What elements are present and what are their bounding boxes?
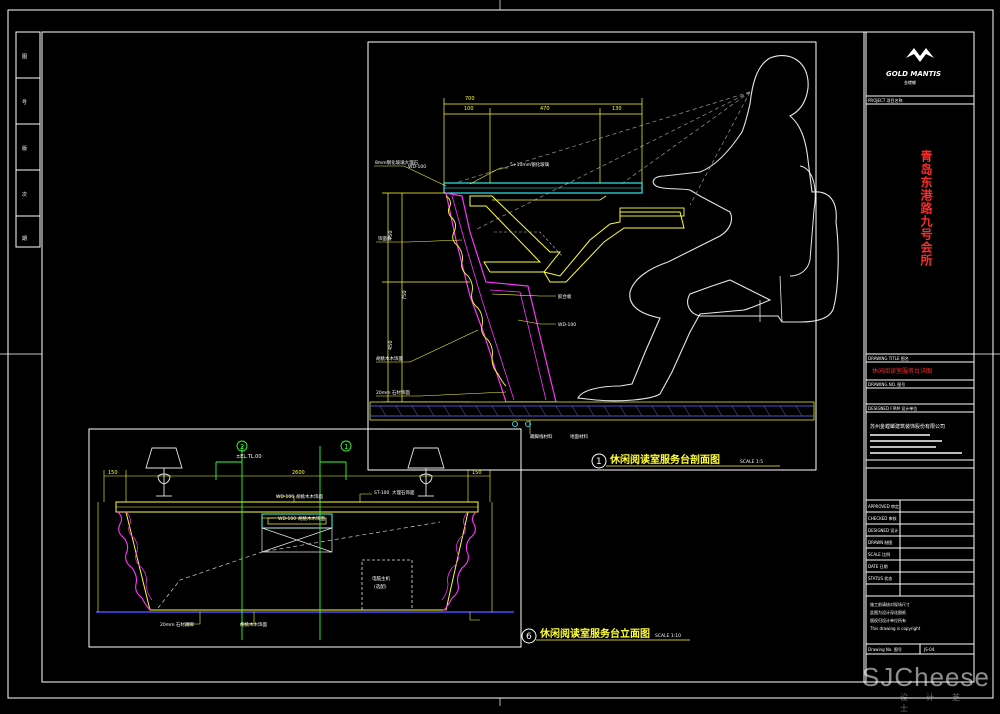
callout-label: 20mm 石材踢脚 [160,621,194,628]
elevation-ref: ±EL.TL.00 [236,454,262,460]
tb-row-scale: SCALE 比例 [868,551,890,557]
svg-text:图: 图 [22,54,27,60]
dim-text: 100 [464,106,474,112]
tb-row-drawn: DRAWN 制图 [868,539,892,545]
elevation-view: 2 1 ±EL.TL.00 WD-100 胡桃木木饰面 ST-100 大理石饰面… [88,428,690,648]
section-marker-b: 1 [344,443,348,451]
callout-label: 20mm 石材饰面 [376,389,410,396]
drawing-title: 休闲阅读室服务台详图 [872,367,932,375]
section-marker-a: 2 [240,443,244,451]
dim-text: 150 [108,470,118,476]
section-title: 休闲阅读室服务台剖面图 [609,453,720,466]
gold-mantis-logo-icon: GOLD MANTIS 金螳螂 [886,48,941,85]
tb-row-date: DATE 日期 [868,563,888,569]
dim-text: 450 [388,340,394,350]
tb-row-designed: DESIGNED 设计 [868,527,898,533]
dim-text: 750 [402,290,408,300]
dim-text: 2600 [292,470,305,476]
callout-label: 地面材料 [570,433,588,440]
drawing-no-label: DRAWING NO. 图号 [868,381,905,387]
table-lamp-left [145,447,183,497]
callout-label: 电脑主机 [372,575,390,582]
callout-label: (选配) [374,583,387,590]
table-lamp-right [407,447,445,497]
section-scale: SCALE 1:5 [740,459,763,465]
tb-row-checked: CHECKED 审核 [868,515,897,521]
dim-text: 750 [388,230,394,240]
section-number: 1 [596,457,602,467]
elevation-number: 6 [526,632,532,642]
company-name: 苏州金螳螂建筑装饰股份有限公司 [870,423,945,430]
dim-text: 130 [612,106,622,112]
callout-label: 5+10mm钢化玻璃 [510,161,550,168]
tb-row-approved: APPROVED 审定 [868,503,899,509]
callout-label: WD-100 [408,164,426,170]
callout-label: 胡桃木木饰面 [298,515,325,522]
callout-label: 饰面板 [378,235,392,242]
dim-text: 470 [540,106,550,112]
tb-note: 此图为设计深化图纸 [870,609,906,615]
tb-row-status: STATUS 状态 [868,575,892,581]
callout-label: 踢脚线材料 [530,433,553,440]
elevation-scale: SCALE 1:10 [655,633,681,639]
callout-label: 大理石饰面 [392,489,415,496]
callout-label: ST-100 [374,490,390,496]
callout-label: WD-100 [278,516,296,522]
project-label: PROJECT 项目名称 [868,97,903,103]
callout-label: 胡桃木木饰面 [296,493,323,500]
svg-text:次: 次 [22,191,27,198]
callout-label: 胡桃木木饰面 [376,355,403,362]
callout-label: 8mm钢化玻璃大理石 [375,159,419,166]
callout-label: WD-100 [276,494,294,500]
logo-sub: 金螳螂 [904,79,916,85]
watermark-sub: 设计芝士 [900,693,978,713]
dim-text: 700 [465,96,475,102]
svg-text:号: 号 [22,100,27,106]
watermark-text: SJCheese [862,662,990,692]
seated-human-figure [577,55,839,402]
project-name: 青岛东港路九号会所 [919,149,933,267]
logo-text: GOLD MANTIS [886,70,941,78]
elevation-title: 休闲阅读室服务台立面图 [539,627,650,640]
sheet-no: JS-04 [923,647,935,652]
tb-note: This drawing is copyright [869,626,921,631]
svg-text:期: 期 [22,236,27,242]
callout-label: WD-100 [558,322,576,328]
title-block: GOLD MANTIS 金螳螂 PROJECT 项目名称 青岛东港路九号会所 D… [863,32,974,682]
tb-note: 施工前请核对现场尺寸 [870,601,910,607]
company-label: DESIGNED FIRM 设计单位 [868,405,917,411]
dim-text: 150 [472,470,482,476]
svg-text:版: 版 [22,145,27,152]
callout-label: 胡桃木木饰面 [240,621,267,628]
tb-note: 版权归设计单位所有 [870,617,906,623]
section-view: 700 470 130 100 750 750 450 8mm钢化玻璃大理石 饰… [367,41,839,471]
drawing-title-label: DRAWING TITLE 图名 [868,355,909,361]
sheet-no-label: Drawing No. 图号 [868,646,902,652]
callout-label: 胶合板 [558,293,572,300]
